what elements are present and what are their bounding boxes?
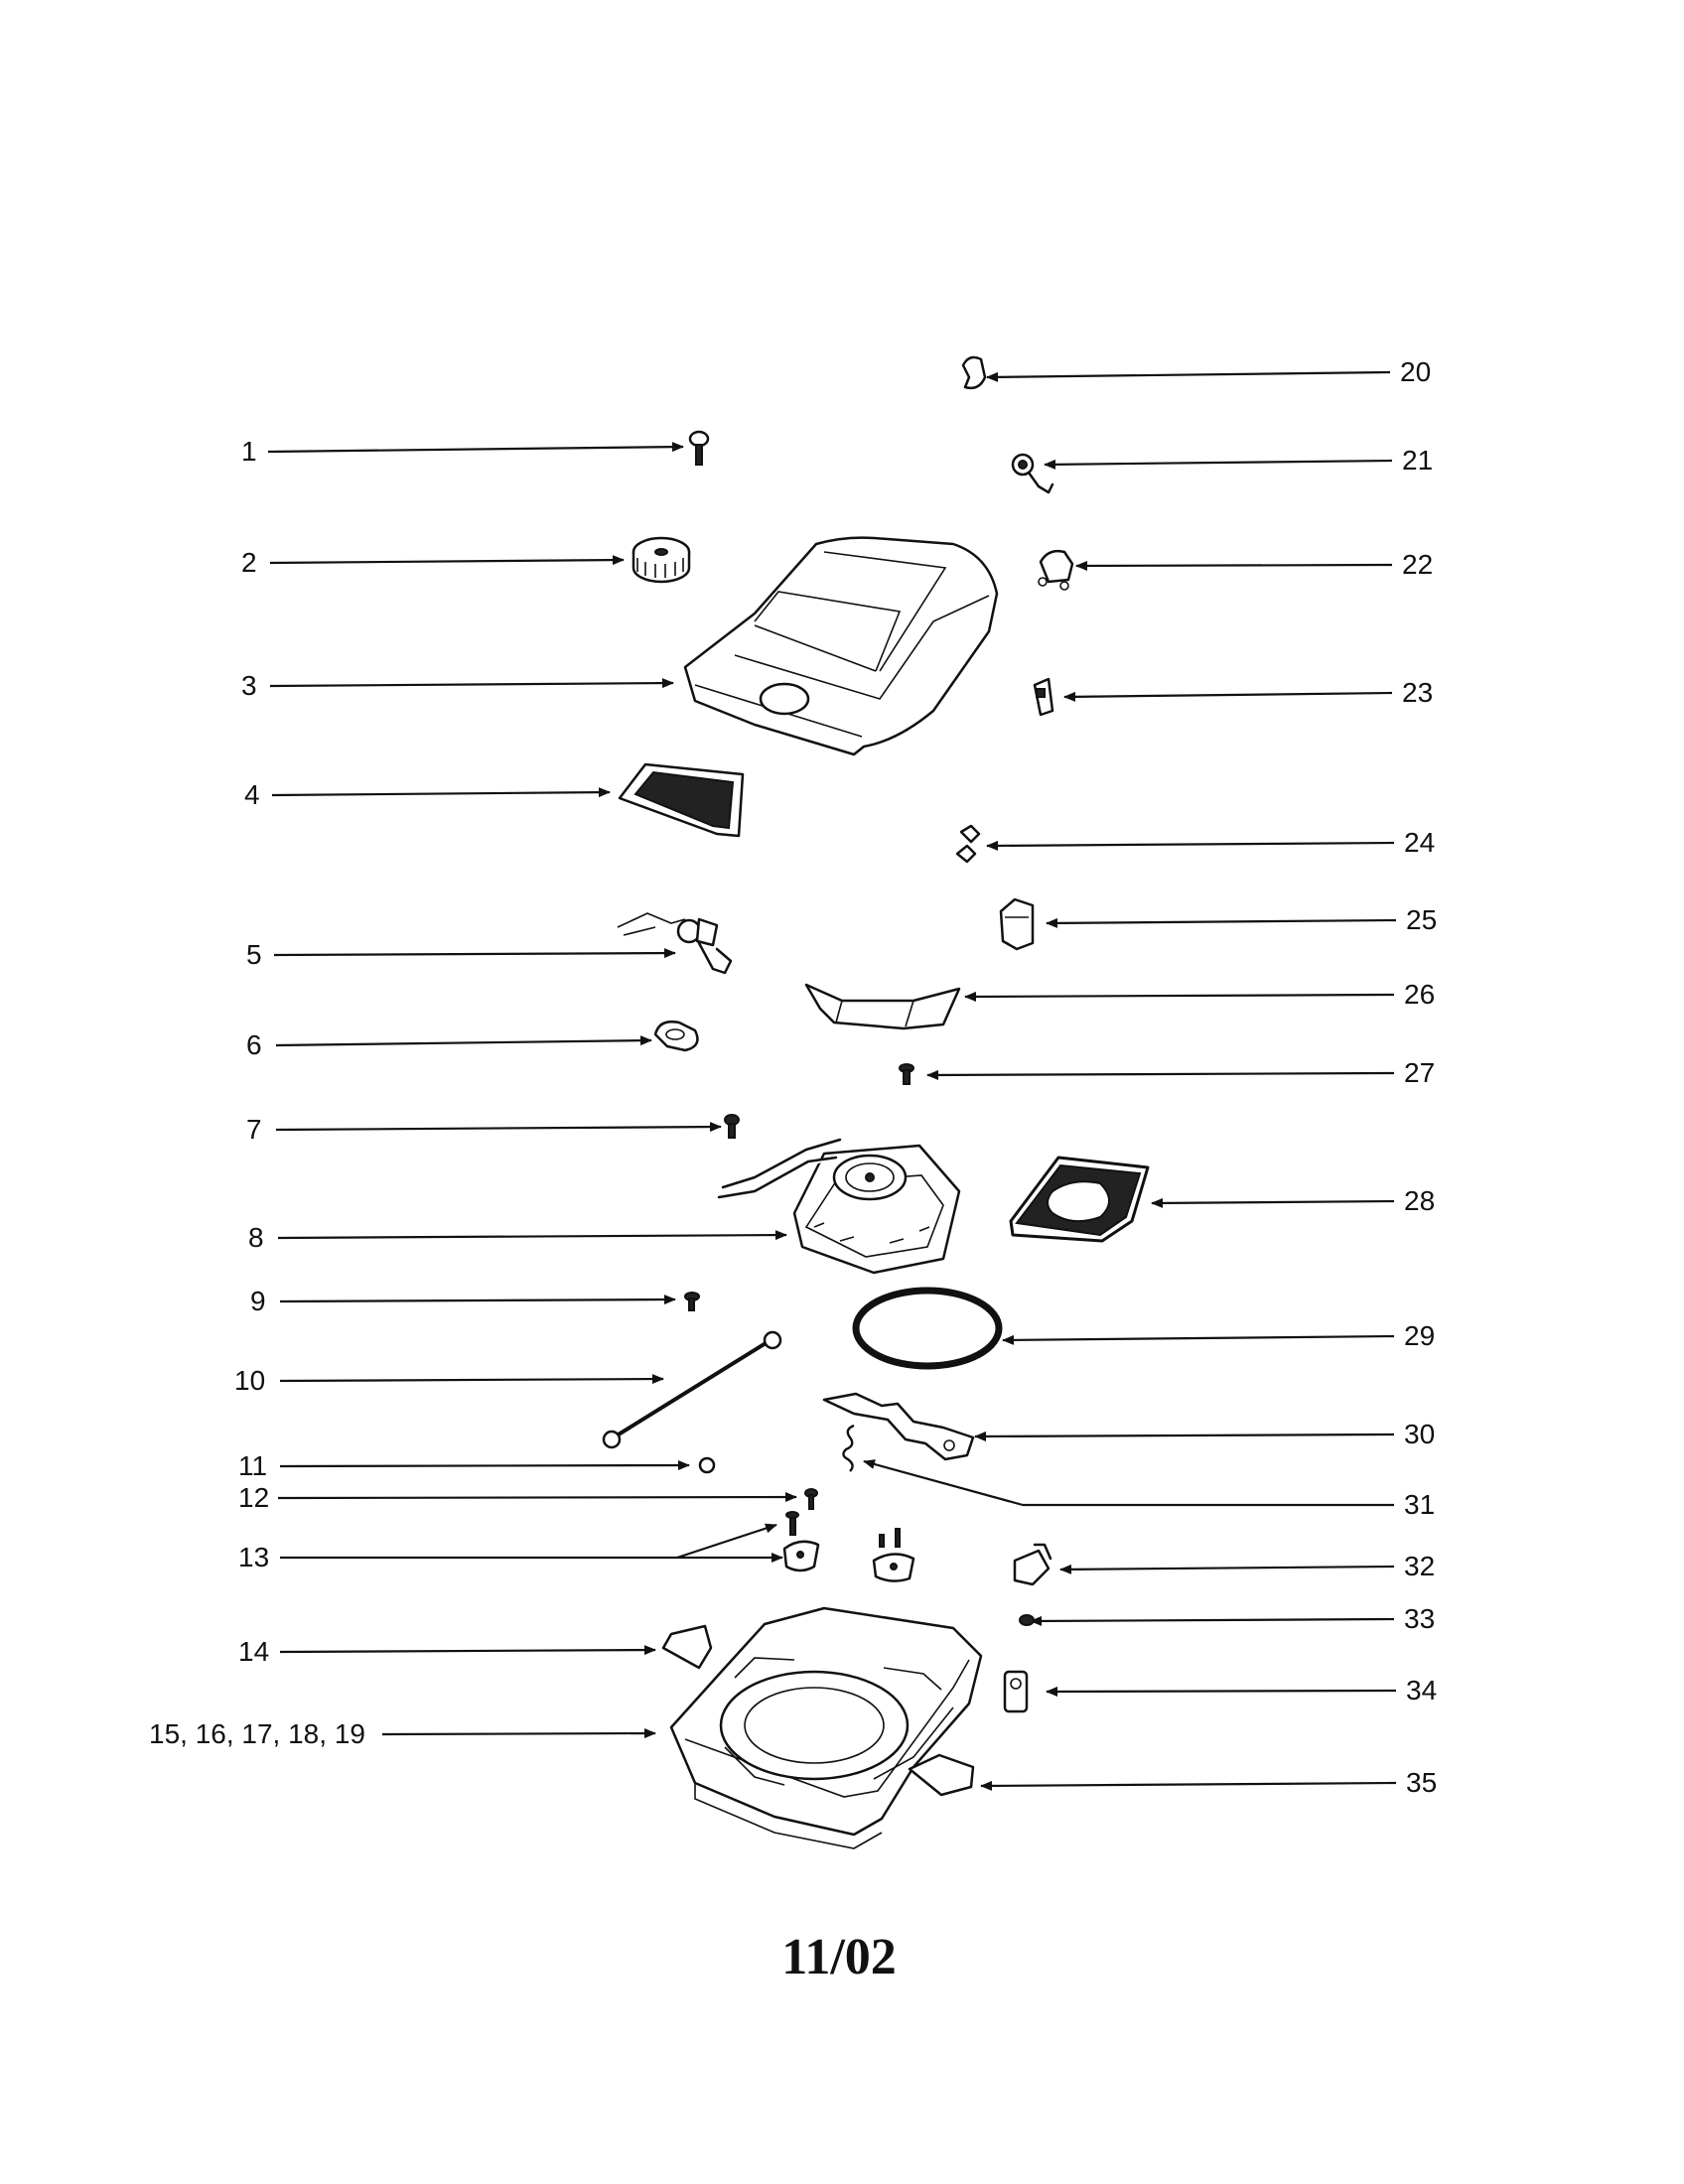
svg-text:31: 31 (1404, 1489, 1435, 1520)
svg-text:5: 5 (246, 939, 262, 970)
part-29-belt (852, 1287, 1003, 1370)
part-27-screw (899, 1063, 914, 1085)
date-code: 11/02 (781, 1929, 897, 1985)
part-24-knobs (955, 824, 981, 864)
svg-text:11: 11 (238, 1450, 267, 1481)
callout-26: 26 (964, 979, 1435, 1010)
svg-text:2: 2 (241, 547, 257, 578)
callout-13: 13 (238, 1523, 783, 1572)
callout-32: 32 (1059, 1551, 1435, 1581)
svg-text:20: 20 (1400, 356, 1431, 387)
callout-7: 7 (246, 1114, 722, 1145)
svg-text:33: 33 (1404, 1603, 1435, 1634)
part-5-switch (617, 912, 733, 975)
part-8-motor (717, 1138, 961, 1275)
callout-35: 35 (980, 1767, 1437, 1798)
callout-27: 27 (926, 1057, 1435, 1088)
svg-text:35: 35 (1406, 1767, 1437, 1798)
svg-text:9: 9 (250, 1286, 266, 1316)
svg-text:24: 24 (1404, 827, 1435, 858)
part-6-cap (653, 1021, 699, 1052)
part-23-bracket (1033, 677, 1054, 717)
callout-11: 11 (238, 1450, 690, 1481)
part-4-grille (618, 762, 745, 838)
svg-text:26: 26 (1404, 979, 1435, 1010)
part-22-latch (1038, 549, 1074, 591)
svg-text:13: 13 (238, 1542, 269, 1572)
part-34-tab (1003, 1670, 1029, 1713)
svg-text:14: 14 (238, 1636, 269, 1667)
svg-text:23: 23 (1402, 677, 1433, 708)
callout-3: 3 (241, 670, 674, 701)
callout-2: 2 (241, 547, 625, 578)
part-21-cord (1011, 453, 1054, 494)
svg-text:4: 4 (244, 779, 260, 810)
part-20-clip (961, 355, 987, 390)
callout-12: 12 (238, 1482, 797, 1513)
part-1-screw (688, 430, 710, 466)
part-3-hood (683, 536, 999, 756)
svg-text:34: 34 (1406, 1675, 1437, 1706)
callout-21: 21 (1044, 445, 1433, 476)
svg-text:28: 28 (1404, 1185, 1435, 1216)
callout-33: 33 (1030, 1603, 1435, 1634)
callout-24: 24 (986, 827, 1435, 858)
part-28-filter (1009, 1156, 1150, 1243)
callout-8: 8 (248, 1222, 787, 1253)
callout-4: 4 (244, 779, 611, 810)
part-7-screw (724, 1114, 740, 1139)
part-2-knob (632, 536, 691, 584)
svg-text:3: 3 (241, 670, 257, 701)
callout-23: 23 (1063, 677, 1433, 708)
svg-text:7: 7 (246, 1114, 262, 1145)
callout-1: 1 (241, 436, 684, 467)
svg-text:8: 8 (248, 1222, 264, 1253)
part-35-plate (908, 1753, 975, 1797)
part-11-nut (698, 1456, 716, 1474)
part-12-screw (804, 1488, 818, 1510)
callout-14: 14 (238, 1636, 656, 1667)
svg-text:29: 29 (1404, 1320, 1435, 1351)
callout-9: 9 (250, 1286, 676, 1316)
svg-text:6: 6 (246, 1029, 262, 1060)
callout-29: 29 (1002, 1320, 1435, 1351)
svg-text:30: 30 (1404, 1419, 1435, 1449)
part-30-lever (822, 1392, 975, 1461)
part-14-plate (661, 1624, 713, 1670)
svg-text:15, 16, 17, 18, 19: 15, 16, 17, 18, 19 (149, 1718, 365, 1749)
callout-10: 10 (234, 1365, 664, 1396)
part-9-screw (684, 1292, 700, 1311)
part-25-housing (999, 897, 1035, 951)
part-10-strap (602, 1330, 782, 1449)
svg-text:25: 25 (1406, 904, 1437, 935)
callout-25: 25 (1046, 904, 1437, 935)
callout-31: 31 (863, 1459, 1435, 1520)
svg-text:1: 1 (241, 436, 257, 467)
svg-text:32: 32 (1404, 1551, 1435, 1581)
callout-28: 28 (1151, 1185, 1435, 1216)
svg-text:12: 12 (238, 1482, 269, 1513)
part-26-tray (804, 983, 961, 1030)
svg-text:27: 27 (1404, 1057, 1435, 1088)
part-33-nut (1019, 1614, 1035, 1626)
callout-30: 30 (974, 1419, 1435, 1449)
part-13-mounts (782, 1511, 915, 1582)
svg-text:22: 22 (1402, 549, 1433, 580)
callout-6: 6 (246, 1029, 652, 1060)
callout-5: 5 (246, 939, 676, 970)
callout-20: 20 (986, 356, 1431, 387)
part-15-19-base (669, 1606, 983, 1849)
part-32-bracket (1013, 1543, 1052, 1586)
callout-15-19: 15, 16, 17, 18, 19 (149, 1718, 656, 1749)
part-31-spring (842, 1424, 855, 1472)
callout-22: 22 (1075, 549, 1433, 580)
svg-text:21: 21 (1402, 445, 1433, 476)
svg-text:10: 10 (234, 1365, 265, 1396)
callout-34: 34 (1046, 1675, 1437, 1706)
